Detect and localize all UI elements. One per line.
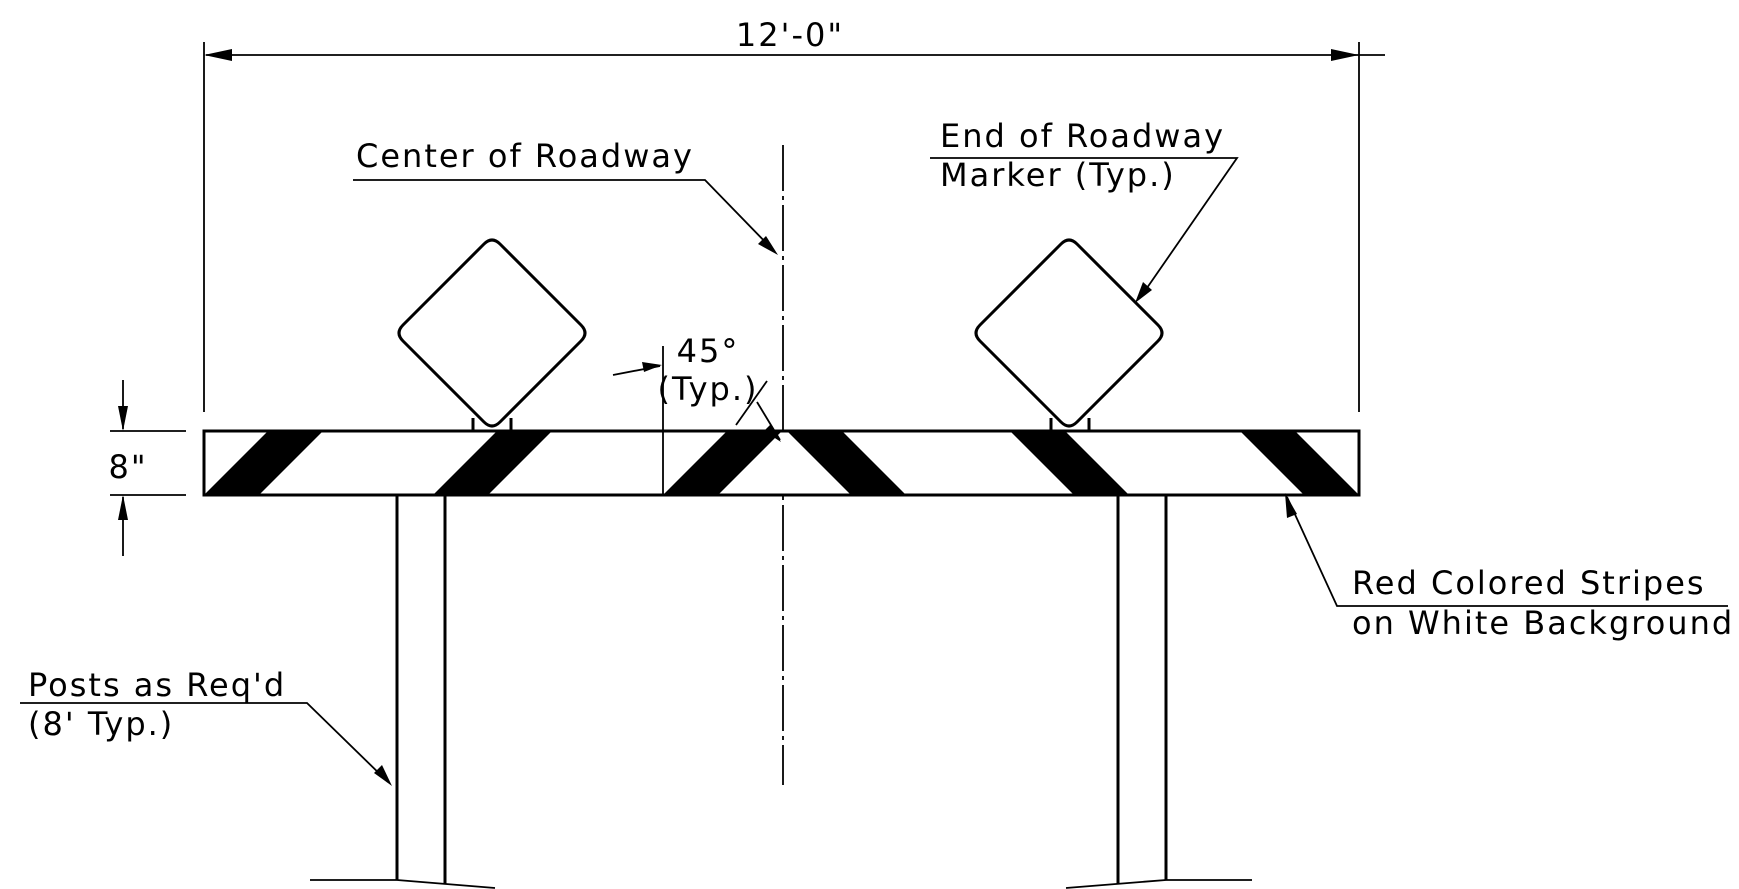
- left-roadway-marker: [397, 238, 587, 431]
- stripes-callout: Red Colored Stripes on White Background: [1285, 493, 1734, 642]
- angle-callout: 45° (Typ.): [612, 332, 781, 495]
- end-marker-label-line2: Marker (Typ.): [940, 156, 1176, 194]
- arrowhead-center: [758, 236, 778, 255]
- arrowhead-angle-left: [642, 362, 662, 372]
- arrowhead-angle-right: [764, 424, 781, 442]
- end-marker-callout: End of Roadway Marker (Typ.): [930, 117, 1239, 303]
- arrowhead-height-top: [118, 406, 128, 431]
- barricade-rail: [202, 429, 1361, 497]
- arrowhead-right: [1331, 49, 1359, 61]
- end-marker-label-line1: End of Roadway: [940, 117, 1225, 155]
- arrowhead-end-marker: [1135, 282, 1152, 303]
- angle-label-line2: (Typ.): [658, 370, 759, 408]
- posts-label-line2: (8' Typ.): [28, 705, 174, 743]
- left-post: [310, 495, 496, 889]
- overall-width-label: 12'-0": [736, 16, 844, 54]
- posts-callout: Posts as Req'd (8' Typ.): [20, 666, 392, 786]
- posts-label-line1: Posts as Req'd: [28, 666, 286, 704]
- arrowhead-posts: [374, 765, 392, 786]
- center-of-roadway-label: Center of Roadway: [356, 137, 694, 175]
- overall-width-dimension: 12'-0": [203, 16, 1385, 412]
- arrowhead-left: [204, 49, 232, 61]
- stripes-label-line1: Red Colored Stripes: [1352, 564, 1706, 602]
- stripes-label-line2: on White Background: [1352, 604, 1734, 642]
- rail-height-label: 8": [108, 448, 147, 486]
- rail-stripes: [204, 431, 1359, 495]
- angle-label-line1: 45°: [677, 332, 740, 370]
- rail-height-dimension: 8": [108, 380, 186, 556]
- arrowhead-stripes: [1285, 493, 1297, 518]
- arrowhead-height-bottom: [118, 495, 128, 520]
- right-roadway-marker: [974, 238, 1164, 431]
- right-post: [1065, 495, 1252, 889]
